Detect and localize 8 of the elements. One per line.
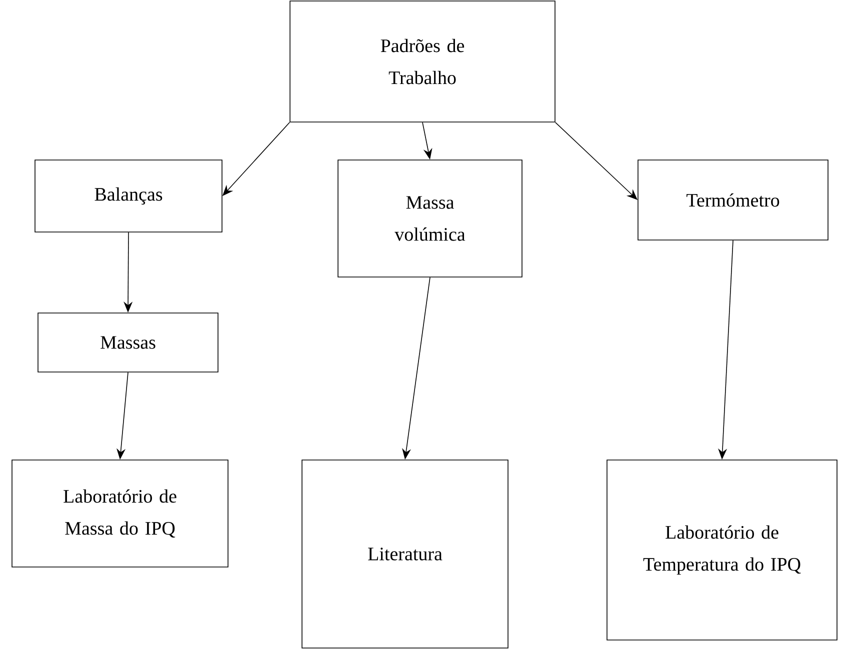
process-box: Literatura — [302, 460, 508, 648]
process-box: Laboratório de Temperatura do IPQ — [606, 460, 838, 640]
process-box: Padrões de Trabalho — [290, 0, 556, 122]
process-box: Laboratório de Massa do IPQ — [12, 460, 228, 568]
process-box: Massas — [38, 312, 218, 372]
process-box: Massa volúmica — [338, 160, 522, 278]
process-box: Termómetro — [638, 160, 828, 240]
process-box: Balanças — [34, 160, 222, 232]
